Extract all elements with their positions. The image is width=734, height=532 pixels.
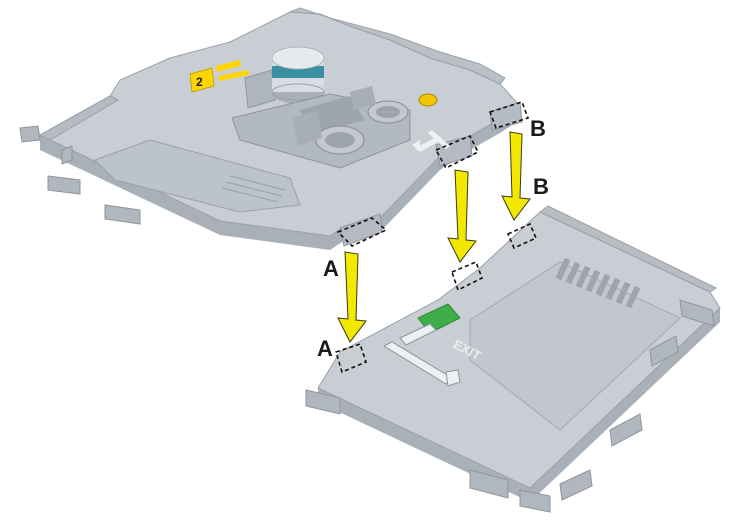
slot-a-upper-outline	[336, 217, 388, 247]
upper-cover-back-rim	[289, 7, 506, 85]
upper-cover: 2	[19, 7, 523, 250]
upper-cover-side	[40, 106, 520, 250]
lower-base-rim	[539, 205, 718, 293]
lower-base: EXIT	[305, 205, 721, 513]
callout-b-upper: B	[530, 116, 546, 141]
connector-comb	[555, 257, 641, 309]
metal-bracket	[382, 323, 461, 387]
sensor-module	[244, 46, 325, 109]
embossed-arrow-mark	[412, 130, 450, 152]
number-badge-plate	[189, 67, 215, 93]
arrow-b	[501, 131, 531, 221]
slot-b-upper-outline	[488, 101, 530, 129]
slot-center-lower-outline	[451, 260, 484, 292]
callout-b-lower: B	[533, 174, 549, 199]
upper-cover-front-tabs	[19, 125, 141, 225]
number-badge: 2	[189, 60, 249, 93]
lower-base-tabs	[305, 299, 715, 513]
arrow-center	[447, 169, 477, 263]
slot-center-upper-outline	[434, 134, 480, 170]
badge-stripe-2	[218, 70, 249, 81]
number-badge-text: 2	[196, 75, 203, 89]
slot-a-lower-outline	[335, 342, 367, 374]
sensor-band	[272, 66, 324, 78]
upper-cover-ribs	[221, 175, 286, 203]
yellow-knob	[418, 93, 438, 107]
upper-cover-front-rim	[38, 95, 120, 141]
slot-b-lower-outline	[506, 222, 538, 250]
callout-a-upper: A	[323, 256, 339, 281]
relay-housings	[231, 86, 411, 169]
callout-a-lower: A	[317, 336, 333, 361]
upper-cover-recess	[94, 139, 301, 213]
alignment-arrows	[337, 131, 531, 343]
badge-stripe	[216, 60, 241, 72]
arrow-a	[337, 251, 367, 343]
alignment-markers	[335, 101, 538, 374]
callout-labels: A A B B	[317, 116, 549, 361]
